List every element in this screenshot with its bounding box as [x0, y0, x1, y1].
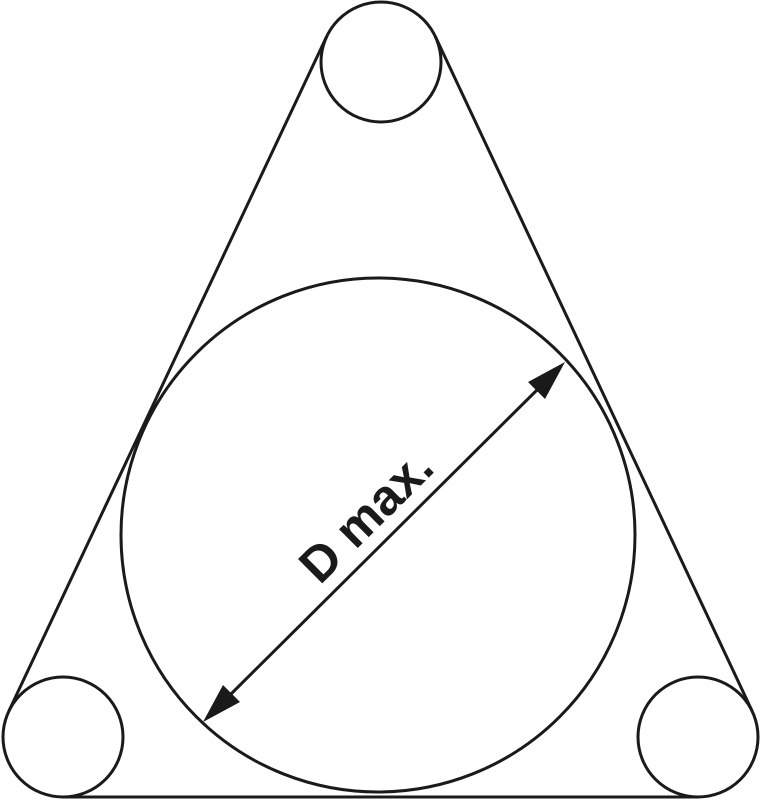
belt-right-segment: [433, 35, 754, 713]
bottom-right-pulley: [636, 675, 760, 799]
belt-left-segment: [7, 35, 329, 713]
top-pulley: [319, 0, 443, 124]
diameter-dimension-arrow: [203, 362, 565, 722]
max-diameter-circle: [119, 276, 637, 794]
arrowhead-lower-icon: [203, 685, 240, 722]
arrowhead-upper-icon: [528, 362, 565, 399]
dimension-label: D max.: [288, 438, 444, 593]
bottom-left-pulley: [1, 675, 125, 799]
